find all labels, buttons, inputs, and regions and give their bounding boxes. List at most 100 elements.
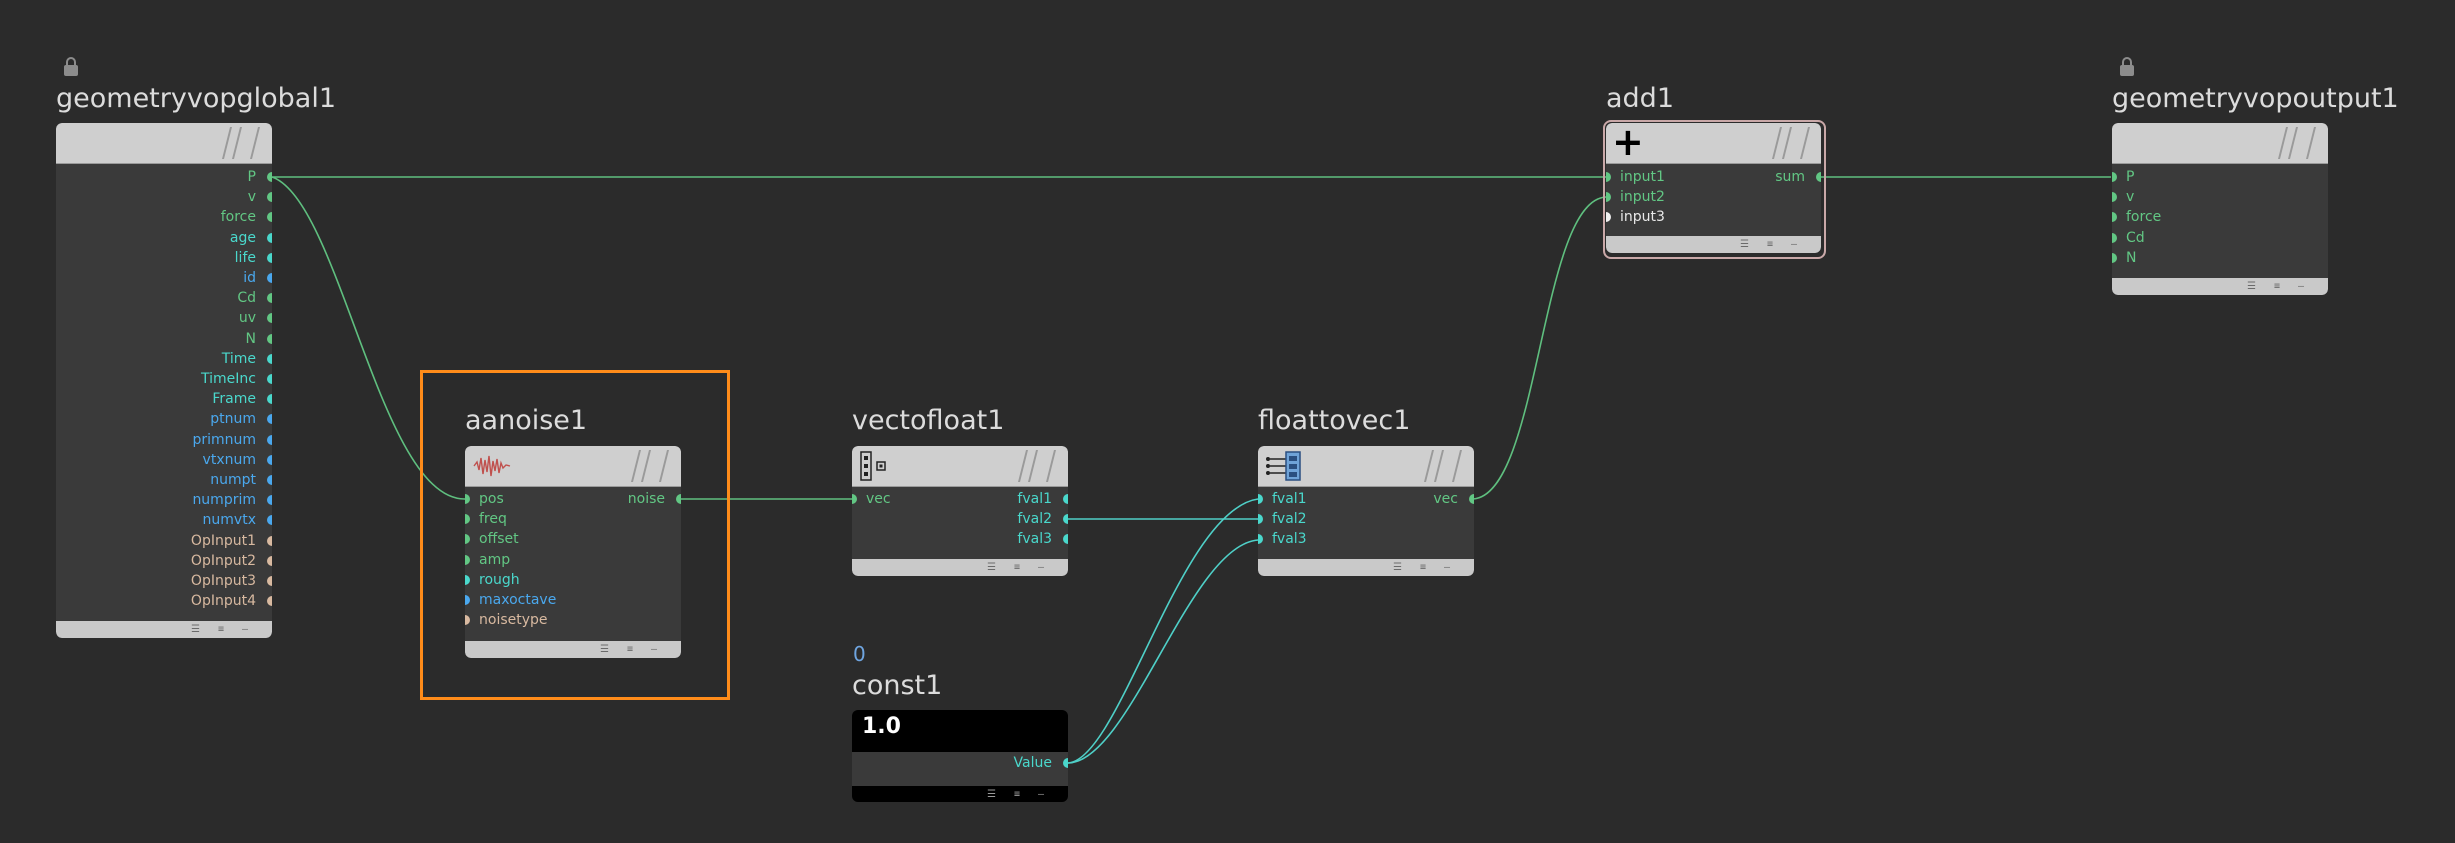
port-connector-dot[interactable]	[267, 454, 272, 465]
port-add-input3[interactable]: input3	[1606, 208, 1821, 226]
minus-icon[interactable]: –	[2297, 281, 2304, 292]
port-connector-dot[interactable]	[267, 576, 272, 586]
port-add-input1[interactable]: input1	[1606, 168, 1821, 186]
port-global-Frame[interactable]: Frame	[56, 390, 272, 408]
port-global-numpt[interactable]: numpt	[56, 471, 272, 489]
port-aanoise-freq[interactable]: freq	[465, 510, 681, 528]
node-header[interactable]	[852, 446, 1068, 487]
port-connector-dot[interactable]	[267, 495, 272, 506]
port-connector-dot[interactable]	[267, 212, 272, 223]
port-aanoise-pos[interactable]: pos	[465, 490, 681, 508]
port-add-sum[interactable]: sum	[1606, 168, 1821, 186]
port-connector-dot[interactable]	[267, 596, 272, 607]
port-aanoise-offset[interactable]: offset	[465, 530, 681, 548]
port-connector-dot[interactable]	[267, 273, 272, 283]
port-connector-dot[interactable]	[2112, 252, 2117, 263]
port-aanoise-maxoctave[interactable]: maxoctave	[465, 591, 681, 609]
port-connector-dot[interactable]	[267, 313, 272, 324]
port-add-input2[interactable]: input2	[1606, 188, 1821, 206]
port-global-uv[interactable]: uv	[56, 309, 272, 327]
node-const[interactable]: 1.0 Value☰≡–	[852, 710, 1068, 802]
port-connector-dot[interactable]	[465, 494, 470, 504]
port-connector-dot[interactable]	[267, 414, 272, 425]
node-header[interactable]	[465, 446, 681, 487]
node-header[interactable]	[1258, 446, 1474, 487]
port-connector-dot[interactable]	[465, 574, 470, 585]
node-footer[interactable]: ☰≡–	[465, 641, 681, 658]
port-global-Time[interactable]: Time	[56, 350, 272, 368]
port-global-age[interactable]: age	[56, 229, 272, 247]
port-global-TimeInc[interactable]: TimeInc	[56, 370, 272, 388]
minus-icon[interactable]: –	[1790, 239, 1797, 250]
port-connector-dot[interactable]	[2112, 192, 2117, 203]
port-connector-dot[interactable]	[2112, 232, 2117, 243]
port-connector-dot[interactable]	[1063, 534, 1068, 545]
port-global-numprim[interactable]: numprim	[56, 491, 272, 509]
node-footer[interactable]: ☰ ≡ –	[1258, 559, 1474, 576]
node-footer[interactable]: ☰≡–	[852, 559, 1068, 576]
port-connector-dot[interactable]	[1063, 494, 1068, 504]
node-footer[interactable]: ☰≡–	[2112, 278, 2328, 295]
port-connector-dot[interactable]	[465, 554, 470, 565]
port-aanoise-noise[interactable]: noise	[465, 490, 681, 508]
port-output-P[interactable]: P	[2112, 168, 2328, 186]
port-connector-dot[interactable]	[852, 494, 857, 504]
port-connector-dot[interactable]	[1258, 494, 1263, 504]
equals-icon[interactable]: ≡	[1766, 239, 1773, 250]
port-connector-dot[interactable]	[267, 394, 272, 405]
port-const-Value[interactable]: Value	[852, 754, 1068, 772]
port-global-v[interactable]: v	[56, 188, 272, 206]
port-output-force[interactable]: force	[2112, 208, 2328, 226]
port-connector-dot[interactable]	[2112, 172, 2117, 182]
port-connector-dot[interactable]	[267, 232, 272, 243]
minus-icon[interactable]: –	[1443, 562, 1450, 573]
port-connector-dot[interactable]	[1606, 192, 1611, 203]
port-connector-dot[interactable]	[676, 494, 681, 504]
port-connector-dot[interactable]	[465, 514, 470, 525]
port-global-numvtx[interactable]: numvtx	[56, 511, 272, 529]
menu-icon[interactable]: ☰	[191, 624, 200, 635]
node-footer[interactable]: ☰≡–	[1606, 236, 1821, 253]
port-connector-dot[interactable]	[1606, 212, 1611, 223]
port-global-Cd[interactable]: Cd	[56, 289, 272, 307]
port-floattovec-fval1[interactable]: fval1	[1258, 490, 1474, 508]
port-connector-dot[interactable]	[267, 353, 272, 364]
menu-icon[interactable]: ☰	[1393, 562, 1402, 573]
port-connector-dot[interactable]	[267, 293, 272, 304]
port-connector-dot[interactable]	[2112, 212, 2117, 223]
port-vectofloat-vec[interactable]: vec	[852, 490, 1068, 508]
port-output-v[interactable]: v	[2112, 188, 2328, 206]
port-global-OpInput2[interactable]: OpInput2	[56, 552, 272, 570]
equals-icon[interactable]: ≡	[2273, 281, 2280, 292]
node-header[interactable]	[2112, 123, 2328, 164]
equals-icon[interactable]: ≡	[1013, 562, 1020, 573]
port-global-OpInput3[interactable]: OpInput3	[56, 572, 272, 590]
port-connector-dot[interactable]	[267, 172, 272, 182]
menu-icon[interactable]: ☰	[600, 644, 609, 655]
port-connector-dot[interactable]	[267, 515, 272, 526]
port-global-OpInput4[interactable]: OpInput4	[56, 592, 272, 610]
port-floattovec-vec[interactable]: vec	[1258, 490, 1474, 508]
port-global-id[interactable]: id	[56, 269, 272, 287]
port-connector-dot[interactable]	[1258, 514, 1263, 525]
port-global-ptnum[interactable]: ptnum	[56, 410, 272, 428]
port-connector-dot[interactable]	[1063, 514, 1068, 525]
port-connector-dot[interactable]	[465, 595, 470, 605]
port-global-force[interactable]: force	[56, 208, 272, 226]
port-connector-dot[interactable]	[1606, 172, 1611, 182]
equals-icon[interactable]: ≡	[1419, 562, 1426, 573]
node-header[interactable]	[56, 123, 272, 164]
port-connector-dot[interactable]	[465, 534, 470, 545]
equals-icon[interactable]: ≡	[1013, 789, 1020, 800]
node-footer[interactable]: ☰≡–	[56, 621, 272, 638]
port-global-N[interactable]: N	[56, 330, 272, 348]
port-connector-dot[interactable]	[267, 434, 272, 445]
minus-icon[interactable]: –	[241, 624, 248, 635]
minus-icon[interactable]: –	[650, 644, 657, 655]
port-global-life[interactable]: life	[56, 249, 272, 267]
port-connector-dot[interactable]	[1469, 494, 1474, 504]
